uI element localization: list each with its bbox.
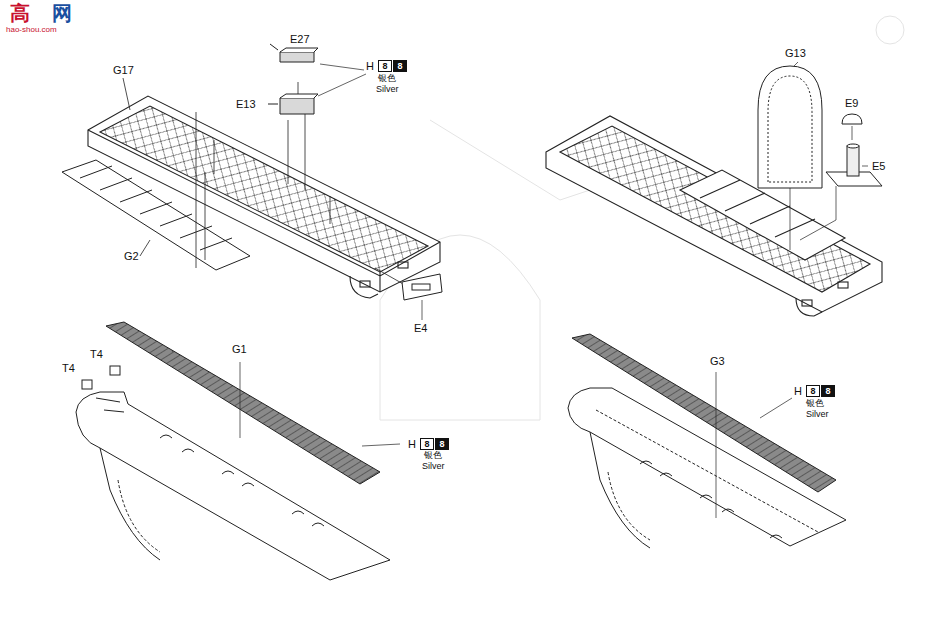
paint-chip: 8 [393, 60, 407, 72]
part-number: E9 [845, 97, 858, 109]
part-number: G17 [113, 64, 134, 76]
color-name: 银色 [806, 399, 824, 409]
watermark-url: hao-shou.com [6, 26, 57, 35]
part-number: G2 [124, 250, 139, 262]
paint-number: 8 [810, 387, 815, 396]
watermark-logo: 高 [10, 2, 30, 24]
paint-chip: 8 [420, 438, 434, 450]
paint-chip: 8 [435, 438, 449, 450]
part-number: E4 [414, 322, 427, 334]
paint-number: 8 [439, 440, 444, 449]
paint-chip: 8 [806, 385, 820, 397]
paint-number: 8 [397, 62, 402, 71]
part-number: E5 [872, 160, 885, 172]
color-name: Silver [806, 410, 829, 420]
paint-number: 8 [424, 440, 429, 449]
part-number: T4 [62, 362, 75, 374]
paint-code: H [794, 385, 802, 397]
part-number: T4 [90, 348, 103, 360]
paint-chip: 8 [378, 60, 392, 72]
color-name: Silver [422, 462, 445, 472]
paint-code: H [408, 438, 416, 450]
part-number: E13 [236, 98, 256, 110]
paint-chip: 8 [821, 385, 835, 397]
paint-number: 8 [825, 387, 830, 396]
part-number: G1 [232, 343, 247, 355]
part-number: G3 [710, 355, 725, 367]
paint-code: H [366, 60, 374, 72]
part-number: E27 [290, 33, 310, 45]
paint-number: 8 [382, 62, 387, 71]
color-name: 银色 [378, 74, 396, 84]
watermark-logo: 网 [52, 2, 72, 24]
color-name: 银色 [424, 451, 442, 461]
color-name: Silver [376, 85, 399, 95]
part-number: G13 [785, 47, 806, 59]
